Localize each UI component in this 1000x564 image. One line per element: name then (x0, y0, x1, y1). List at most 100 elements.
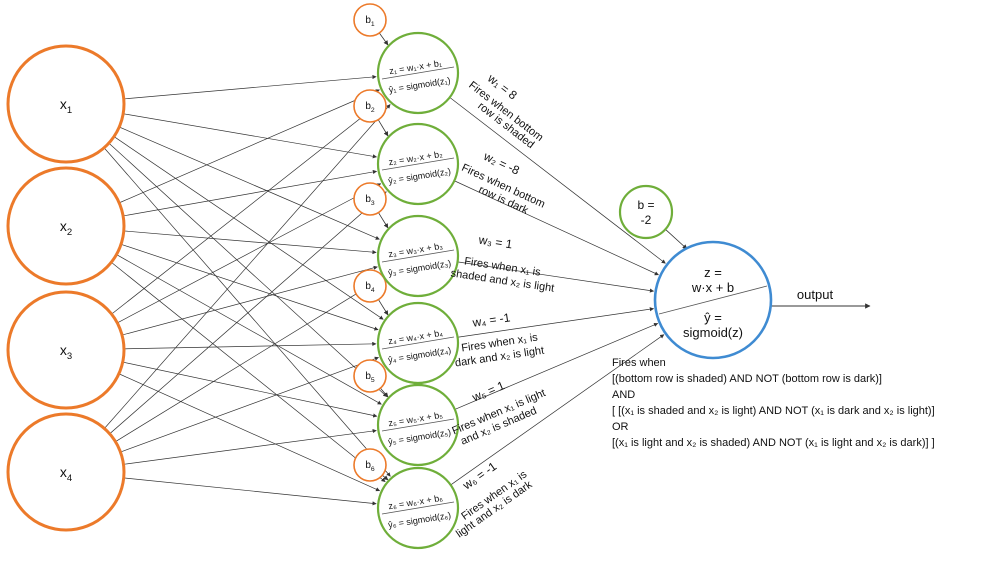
output-y-line1: ŷ = (704, 310, 722, 325)
output-y-line2: sigmoid(z) (683, 325, 743, 340)
input-label-3-base: x (60, 342, 67, 358)
bias-node-2 (353, 89, 387, 123)
output-bias-label-line2: -2 (641, 213, 652, 227)
edge-input-1-to-hidden-5 (108, 142, 388, 397)
explanation-line-4: [ [(x₁ is shaded and x₂ is light) AND NO… (612, 405, 935, 417)
weight-label-4: w₄ = -1 (471, 310, 512, 330)
input-label-1-base: x (60, 96, 67, 112)
input-label-4-subscript: 4 (67, 473, 73, 484)
bias-node-4 (353, 269, 387, 303)
input-node-4 (6, 412, 126, 532)
explanation-line-3: AND (612, 389, 635, 401)
edge-input-4-to-hidden-4 (120, 356, 379, 453)
edge-input-2-to-hidden-5 (116, 254, 382, 405)
hidden-node-divider-1 (381, 66, 455, 80)
output-node-divider (658, 285, 768, 315)
weight-label-3: w₃ = 1 (477, 232, 514, 251)
input-label-1-subscript: 1 (67, 105, 72, 116)
edge-input-4-to-hidden-6 (123, 477, 377, 506)
edge-hidden-6-to-output (450, 334, 665, 486)
edge-output-bias (665, 229, 688, 250)
bias-label-4: b4 (365, 281, 375, 294)
input-node-1 (6, 44, 126, 164)
edge-input-2-to-hidden-4 (120, 243, 379, 331)
input-label-4-base: x (60, 464, 67, 480)
input-label-2-base: x (60, 218, 67, 234)
hidden-node-divider-2 (381, 157, 455, 171)
edge-bias-3 (378, 212, 389, 229)
edge-hidden-3-to-output (457, 261, 655, 293)
edge-input-2-to-hidden-1 (119, 89, 380, 204)
bias-label-1-subscript: 1 (371, 21, 375, 28)
edge-input-1-to-hidden-1 (123, 74, 377, 100)
edge-input-1-to-hidden-6 (103, 147, 391, 477)
input-label-4: x4 (60, 464, 73, 484)
bias-node-1 (353, 3, 387, 37)
output-bias-label-line1: b = (637, 198, 654, 212)
bias-label-4-base: b (365, 281, 371, 292)
weight-label-5: w₅ = 1 (469, 378, 507, 405)
edge-input-3-to-hidden-4 (123, 341, 377, 350)
bias-node-5 (353, 359, 387, 393)
input-label-2: x2 (60, 218, 72, 238)
edge-input-3-to-hidden-5 (122, 361, 378, 418)
bias-label-6-base: b (365, 460, 371, 471)
input-label-3-subscript: 3 (67, 351, 72, 362)
explanation-line-2: [(bottom row is shaded) AND NOT (bottom … (612, 373, 882, 385)
edge-hidden-4-to-output (457, 307, 655, 338)
input-label-2-subscript: 2 (67, 227, 72, 238)
hidden-node-divider-5 (381, 418, 455, 432)
explanation-line-1: Fires when (612, 357, 666, 369)
edge-bias-1 (379, 32, 389, 46)
hidden-node-divider-6 (381, 501, 455, 515)
bias-label-5-base: b (365, 371, 371, 382)
bias-label-3-subscript: 3 (371, 200, 375, 207)
output-bias-node (618, 184, 674, 240)
output-z-line1: z = (704, 265, 722, 280)
edges-layer (103, 32, 871, 506)
edge-input-4-to-hidden-3 (115, 277, 383, 442)
bias-label-4-subscript: 4 (371, 287, 375, 294)
bias-label-3: b3 (365, 194, 375, 207)
edge-input-1-to-hidden-3 (119, 126, 380, 240)
explanation-line-6: [(x₁ is light and x₂ is shaded) AND NOT … (612, 437, 935, 449)
bias-label-6: b6 (365, 460, 375, 473)
edge-input-3-to-hidden-1 (111, 98, 386, 315)
bias-label-1-base: b (365, 15, 371, 26)
hidden-node-divider-3 (381, 249, 455, 263)
edge-input-2-to-hidden-2 (123, 169, 378, 217)
bias-label-2-base: b (365, 101, 371, 112)
input-label-3: x3 (60, 342, 72, 362)
edge-hidden-1-to-output (449, 97, 666, 264)
edge-bias-2 (377, 119, 389, 137)
hidden-node-divider-4 (381, 336, 455, 350)
edge-input-4-to-hidden-2 (109, 191, 387, 435)
output-z-line2: w·x + b (691, 280, 734, 295)
input-label-1: x1 (60, 96, 72, 116)
bias-label-2-subscript: 2 (371, 107, 375, 114)
bias-label-6-subscript: 6 (371, 466, 375, 473)
edge-input-2-to-hidden-3 (123, 230, 377, 255)
bias-label-3-base: b (365, 194, 371, 205)
bias-label-2: b2 (365, 101, 375, 114)
bias-node-3 (353, 182, 387, 216)
edge-hidden-2-to-output (454, 180, 659, 276)
edge-input-4-to-hidden-1 (104, 104, 391, 429)
edge-hidden-5-to-output (454, 322, 659, 410)
edge-input-3-to-hidden-6 (118, 373, 381, 492)
edge-input-1-to-hidden-2 (123, 113, 378, 159)
edge-input-4-to-hidden-5 (123, 428, 377, 465)
explanation-line-5: OR (612, 421, 629, 433)
edge-input-1-to-hidden-4 (113, 136, 384, 320)
bias-label-5: b5 (365, 371, 375, 384)
bias-label-1: b1 (365, 15, 375, 28)
bias-label-5-subscript: 5 (371, 377, 375, 384)
edge-bias-5 (380, 387, 389, 398)
bias-node-6 (353, 448, 387, 482)
edge-bias-6 (382, 474, 389, 481)
edge-input-2-to-hidden-6 (111, 261, 386, 483)
output-label: output (797, 287, 834, 302)
input-node-3 (6, 290, 126, 410)
